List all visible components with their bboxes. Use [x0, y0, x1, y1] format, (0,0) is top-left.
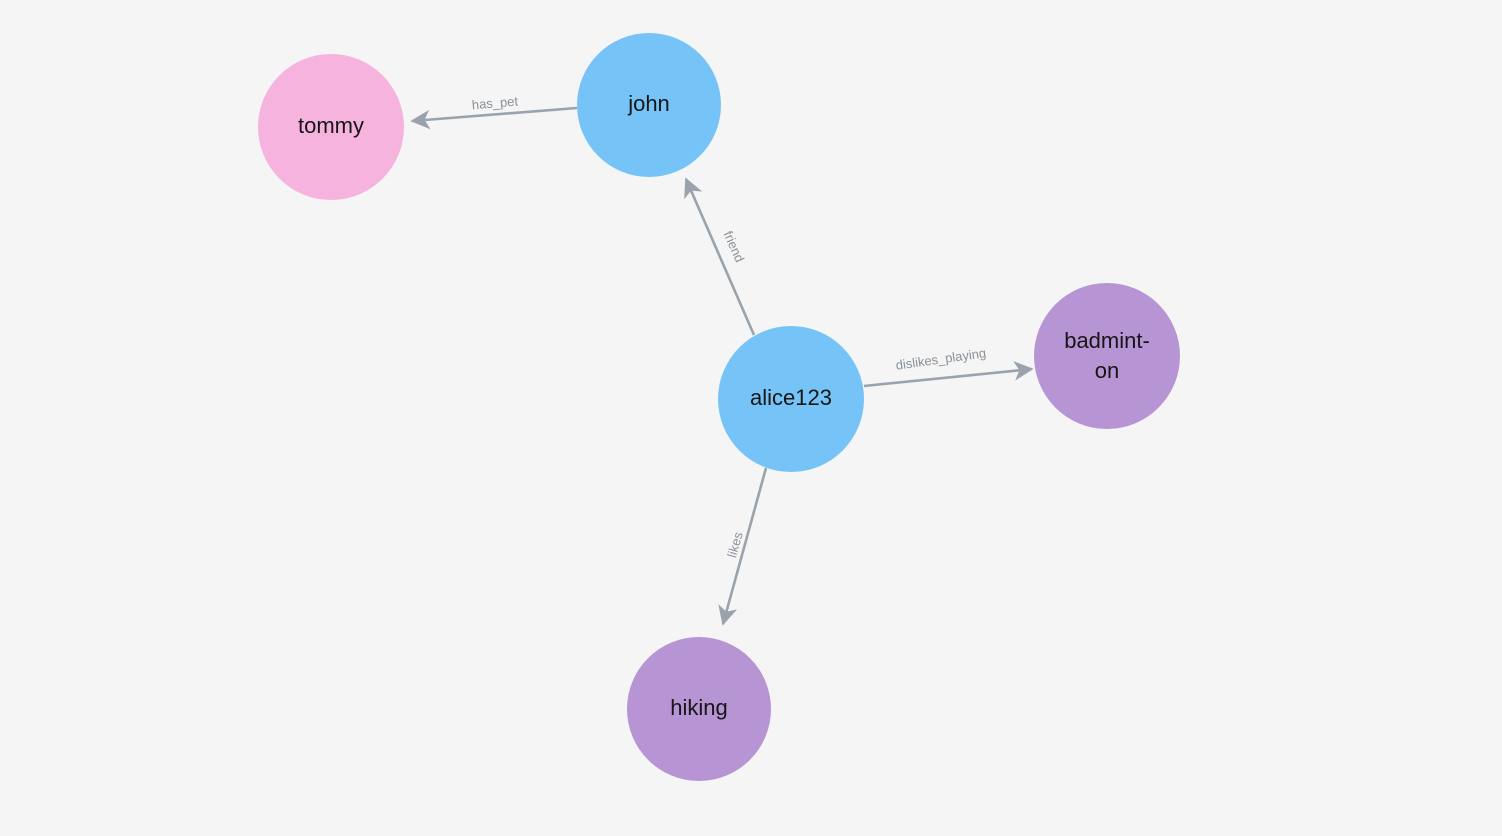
- node-circle-alice123[interactable]: [718, 326, 864, 472]
- graph-edge-alice123-dislikes_playing-badminton[interactable]: [863, 361, 1034, 388]
- nodes-layer: tommy john alice123 badmint-on hiking: [258, 33, 1180, 781]
- edge-label-john-has_pet-tommy: has_pet: [471, 93, 519, 112]
- edge-label-alice123-dislikes_playing-badminton: dislikes_playing: [895, 345, 987, 373]
- graph-node-alice123[interactable]: alice123: [718, 326, 864, 472]
- graph-node-hiking[interactable]: hiking: [627, 637, 771, 781]
- node-circle-badminton[interactable]: [1034, 283, 1180, 429]
- edge-label-alice123-friend-john: friend: [721, 229, 748, 265]
- graph-edge-john-has_pet-tommy[interactable]: [410, 106, 578, 130]
- edge-label-alice123-likes-hiking: likes: [724, 530, 746, 560]
- graph-node-tommy[interactable]: tommy: [258, 54, 404, 200]
- edges-layer: [410, 106, 1034, 626]
- graph-node-badminton[interactable]: badmint-on: [1034, 283, 1180, 429]
- graph-edge-alice123-friend-john[interactable]: [684, 177, 756, 336]
- graph-edge-alice123-likes-hiking[interactable]: [718, 467, 768, 626]
- graph-node-john[interactable]: john: [577, 33, 721, 177]
- node-circle-hiking[interactable]: [627, 637, 771, 781]
- node-circle-tommy[interactable]: [258, 54, 404, 200]
- node-circle-john[interactable]: [577, 33, 721, 177]
